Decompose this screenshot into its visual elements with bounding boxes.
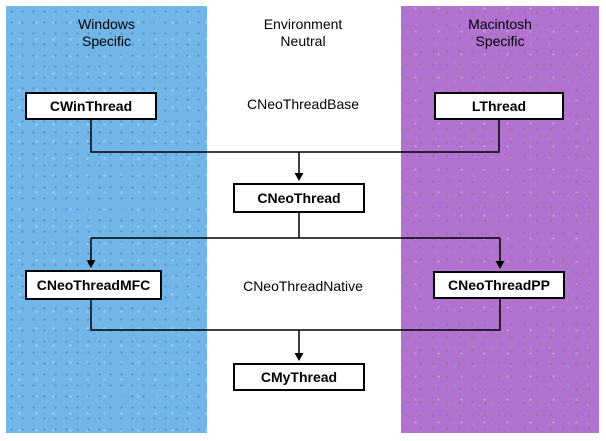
node-cneothreadmfc: CNeoThreadMFC — [25, 270, 162, 300]
label-cneothreadbase: CNeoThreadBase — [246, 96, 360, 112]
node-cneothreadpp: CNeoThreadPP — [433, 271, 565, 299]
node-cmythread: CMyThread — [233, 363, 365, 391]
arrowhead-into-cmythread — [294, 353, 304, 361]
macintosh-column-panel — [401, 6, 599, 433]
windows-column-panel — [6, 6, 207, 433]
column-header-windows-specific: Windows Specific — [78, 16, 135, 49]
node-lthread: LThread — [434, 92, 564, 120]
node-cwinthread: CWinThread — [25, 92, 157, 120]
arrowhead-into-cneothread — [294, 173, 304, 181]
node-cneothread: CNeoThread — [233, 183, 365, 213]
label-cneothreadnative: CNeoThreadNative — [243, 278, 363, 294]
column-header-environment-neutral: Environment Neutral — [263, 16, 343, 49]
column-header-macintosh-specific: Macintosh Specific — [468, 16, 532, 49]
